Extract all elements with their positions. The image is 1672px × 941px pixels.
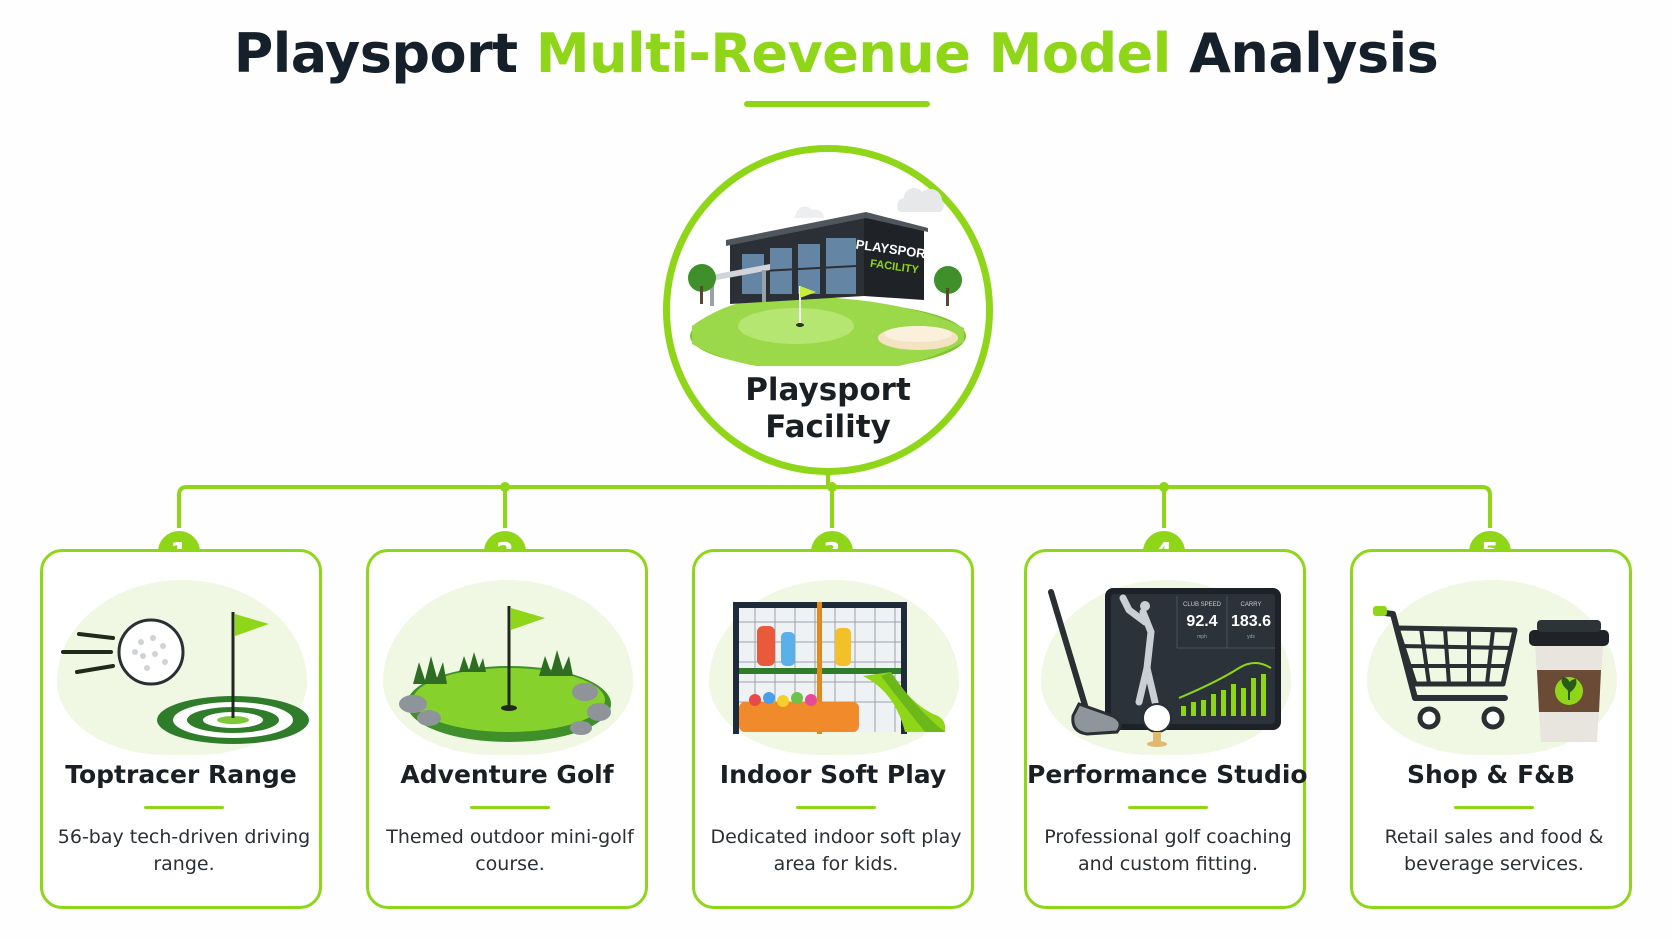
title-part-brand: Playsport [233, 22, 518, 85]
stream-name: Performance Studio [1027, 760, 1308, 789]
stream-description: 56-bay tech-driven driving range. [57, 826, 311, 875]
stream-description: Professional golf coaching and custom fi… [1044, 826, 1292, 875]
shopping-cart-coffee-icon [1373, 606, 1609, 742]
hub-label: Playsport Facility [745, 372, 911, 445]
carry-value: 183.6 [1231, 613, 1271, 630]
name-divider [1128, 806, 1208, 809]
mini-golf-green-icon [399, 606, 611, 742]
title-part-highlight: Multi-Revenue Model [535, 22, 1171, 85]
swing-analytics-monitor-icon: CLUB SPEED 92.4 mph CARRY 183.6 yds [1048, 588, 1281, 747]
stream-name: Indoor Soft Play [719, 760, 947, 789]
driving-range-target-icon [61, 612, 309, 744]
stream-name: Toptracer Range [65, 760, 297, 789]
carry-label: CARRY [1241, 602, 1262, 608]
stream-name: Adventure Golf [400, 760, 614, 789]
stream-card-toptracer: Toptracer Range 56-bay tech-driven drivi… [40, 549, 322, 909]
stream-name: Shop & F&B [1406, 760, 1576, 789]
club-speed-label: CLUB SPEED [1183, 602, 1222, 608]
hub-circle: PLAYSPORT FACILITY Playsport Facility [663, 145, 993, 475]
name-divider [144, 806, 224, 809]
soft-play-frame-icon [733, 602, 946, 734]
stream-description: Retail sales and food & beverage service… [1384, 826, 1604, 875]
facility-building-icon: PLAYSPORT FACILITY [688, 188, 966, 366]
name-divider [470, 806, 550, 809]
page-title: Playsport Multi-Revenue Model Analysis [0, 22, 1672, 85]
carry-unit: yds [1247, 634, 1255, 640]
stream-card-soft-play: Indoor Soft Play Dedicated indoor soft p… [692, 549, 974, 909]
title-part-suffix: Analysis [1189, 22, 1439, 85]
stream-card-adventure-golf: Adventure Golf Themed outdoor mini-golf … [366, 549, 648, 909]
stream-description: Themed outdoor mini-golf course. [386, 826, 634, 875]
club-speed-value: 92.4 [1186, 613, 1217, 630]
title-underline [744, 101, 930, 107]
name-divider [796, 806, 876, 809]
name-divider [1454, 806, 1534, 809]
stream-description: Dedicated indoor soft play area for kids… [710, 826, 962, 875]
stream-card-performance-studio: CLUB SPEED 92.4 mph CARRY 183.6 yds Perf… [1024, 549, 1308, 909]
club-speed-unit: mph [1197, 634, 1207, 640]
stream-card-shop-fb: Shop & F&B Retail sales and food & bever… [1350, 549, 1632, 909]
